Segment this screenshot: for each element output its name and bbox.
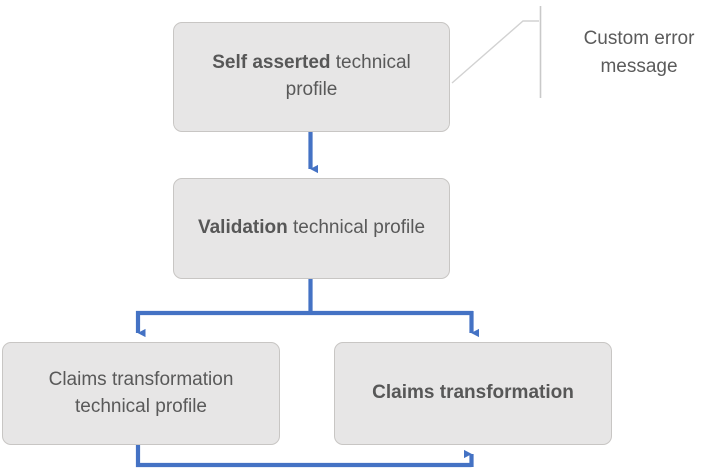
- node-claims-transformation[interactable]: Claims transformation: [334, 342, 612, 445]
- node-validation-label-bold: Validation: [197, 217, 288, 239]
- callout-leader-line: [451, 6, 542, 98]
- node-self-asserted-technical-profile[interactable]: Self asserted technical profile: [173, 22, 450, 132]
- node-claims-transformation-label-bold: Claims transformation: [372, 382, 574, 404]
- connector-bottom-loop: [135, 445, 474, 468]
- node-validation-label-rest: technical profile: [287, 217, 426, 239]
- callout-label-line-1: Custom error: [583, 28, 695, 49]
- node-validation-technical-profile[interactable]: Validation technical profile: [173, 178, 450, 279]
- node-claims-transformation-tp-label: Claims transformation technical profile: [17, 367, 265, 421]
- node-self-asserted-label-bold: Self asserted: [212, 52, 331, 74]
- node-self-asserted-label: Self asserted technical profile: [188, 50, 435, 104]
- callout-label-line-2: message: [600, 55, 678, 77]
- connector-validation-fork: [135, 279, 480, 338]
- callout-custom-error-message: Custom error message: [556, 25, 722, 80]
- node-claims-transformation-technical-profile[interactable]: Claims transformation technical profile: [2, 342, 280, 445]
- node-claims-transformation-tp-label-rest: Claims transformation technical profile: [48, 368, 234, 417]
- node-claims-transformation-label: Claims transformation: [349, 380, 597, 407]
- node-self-asserted-label-rest: technical profile: [285, 52, 411, 100]
- node-validation-label: Validation technical profile: [188, 215, 435, 242]
